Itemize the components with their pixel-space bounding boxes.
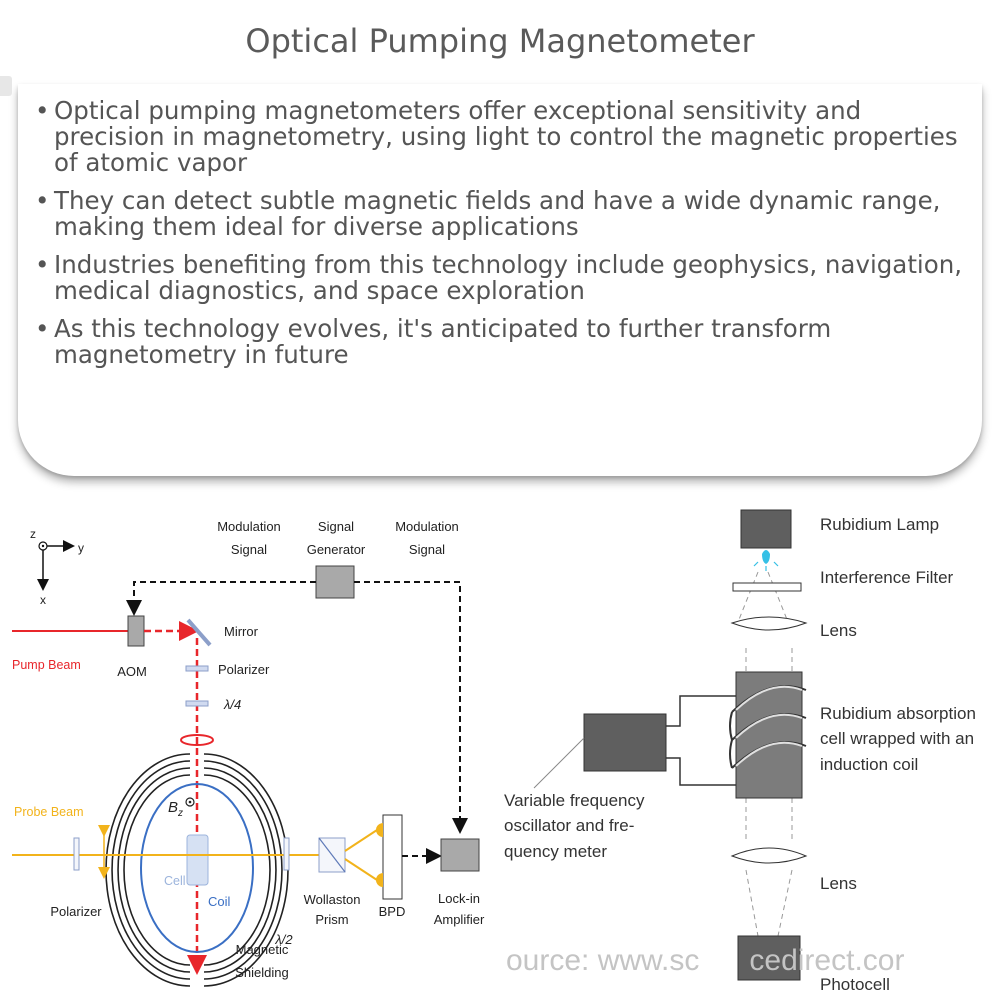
signal-generator-label: Signal [318, 519, 354, 534]
absorption-cell-label: Rubidium absorption [820, 704, 976, 723]
oscillator-label: oscillator and fre- [504, 816, 634, 835]
interference-filter-label: Interference Filter [820, 568, 954, 587]
absorption-cell-label: induction coil [820, 755, 918, 774]
quarter-wave-label: λ/4 [223, 697, 241, 712]
rubidium-lamp-box [740, 509, 792, 549]
photocell-box [737, 935, 801, 981]
modulation-signal-right-label: Signal [409, 542, 445, 557]
polarizer-top-label: Polarizer [218, 662, 270, 677]
mirror-shape [186, 618, 212, 647]
oscillator-box [583, 713, 667, 772]
pump-beam-label: Pump Beam [12, 658, 81, 672]
lens-top-shape [730, 616, 808, 631]
wollaston-prism-label: Wollaston [304, 892, 361, 907]
pumping-setup-diagram: z y x Modulation Signal Signal Generator… [12, 519, 485, 987]
bullet-item: Industries benefiting from this technolo… [35, 252, 970, 304]
axis-z-label: z [30, 527, 36, 541]
photodiode-lower [376, 873, 383, 887]
page-title: Optical Pumping Magnetometer [245, 22, 755, 60]
coil-shape [140, 783, 254, 953]
probe-beam-label: Probe Beam [14, 805, 83, 819]
lamp-light-icon [762, 550, 770, 564]
modulation-signal-left-label: Modulation [217, 519, 281, 534]
modulation-line-left [126, 581, 316, 616]
modulation-line-right [354, 581, 468, 834]
source-watermark: ource: www.sc cedirect.cor [506, 944, 904, 977]
polarizer-top-shape [185, 665, 209, 672]
lens-bottom-label: Lens [820, 874, 857, 893]
axis-y-label: y [78, 541, 84, 555]
half-wave-label: λ/2 [274, 932, 293, 947]
rubidium-lamp-label: Rubidium Lamp [820, 515, 939, 534]
quarter-wave-plate-shape [185, 700, 209, 707]
bz-out-of-page-icon [185, 797, 195, 807]
interference-filter-shape [732, 582, 802, 592]
magnetic-shielding-label: Shielding [235, 965, 289, 980]
signal-generator-box [315, 565, 355, 599]
bullet-item: They can detect subtle magnetic fields a… [35, 188, 970, 240]
bpd-box [382, 814, 403, 900]
mirror-label: Mirror [224, 624, 259, 639]
magnetic-shielding-label: Magnetic [236, 942, 289, 957]
aom-box [127, 615, 145, 647]
cell-shape [186, 834, 209, 886]
bz-label: Bz [168, 799, 183, 819]
rubidium-magnetometer-diagram: Rubidium Lamp Interference Filter Lens R… [504, 509, 976, 994]
summary-card: Optical pumping magnetometers offer exce… [0, 76, 982, 476]
bpd-label: BPD [379, 904, 406, 919]
lockin-amplifier-box [440, 838, 480, 872]
circular-polarization-icon [180, 734, 214, 746]
axis-x-label: x [40, 593, 46, 607]
oscillator-wire-top [666, 695, 736, 727]
lens-bottom-shape [730, 847, 808, 864]
aom-label: AOM [117, 664, 147, 679]
absorption-cell-box [735, 671, 803, 799]
photodiode-upper [376, 823, 383, 837]
bullet-list: Optical pumping magnetometers offer exce… [18, 84, 982, 368]
oscillator-label: quency meter [504, 842, 607, 861]
absorption-cell-label: cell wrapped with an [820, 729, 974, 748]
photocell-label: Photocell [820, 975, 890, 994]
modulation-signal-left-label: Signal [231, 542, 267, 557]
bullet-item: As this technology evolves, it's anticip… [35, 316, 970, 368]
polarizer-bottom-label: Polarizer [50, 904, 102, 919]
bullet-item: Optical pumping magnetometers offer exce… [35, 98, 970, 176]
oscillator-pointer-line [533, 737, 585, 789]
oscillator-label: Variable frequency [504, 791, 645, 810]
signal-generator-label: Generator [307, 542, 366, 557]
oscillator-wire-bottom [666, 757, 736, 786]
modulation-signal-right-label: Modulation [395, 519, 459, 534]
probe-beam-split-upper [344, 829, 378, 852]
lockin-amplifier-label: Lock-in [438, 891, 480, 906]
coordinate-axes: z y x [30, 527, 84, 607]
half-wave-plate-shape [283, 837, 290, 871]
coil-label: Coil [208, 894, 231, 909]
polarizer-bottom-shape [73, 837, 80, 871]
cell-label: Cell [164, 874, 186, 888]
lens-top-label: Lens [820, 621, 857, 640]
lockin-amplifier-label: Amplifier [434, 912, 485, 927]
light-path-lines [737, 571, 793, 937]
probe-beam-split-lower [344, 858, 378, 881]
wollaston-prism-label: Prism [315, 912, 348, 927]
